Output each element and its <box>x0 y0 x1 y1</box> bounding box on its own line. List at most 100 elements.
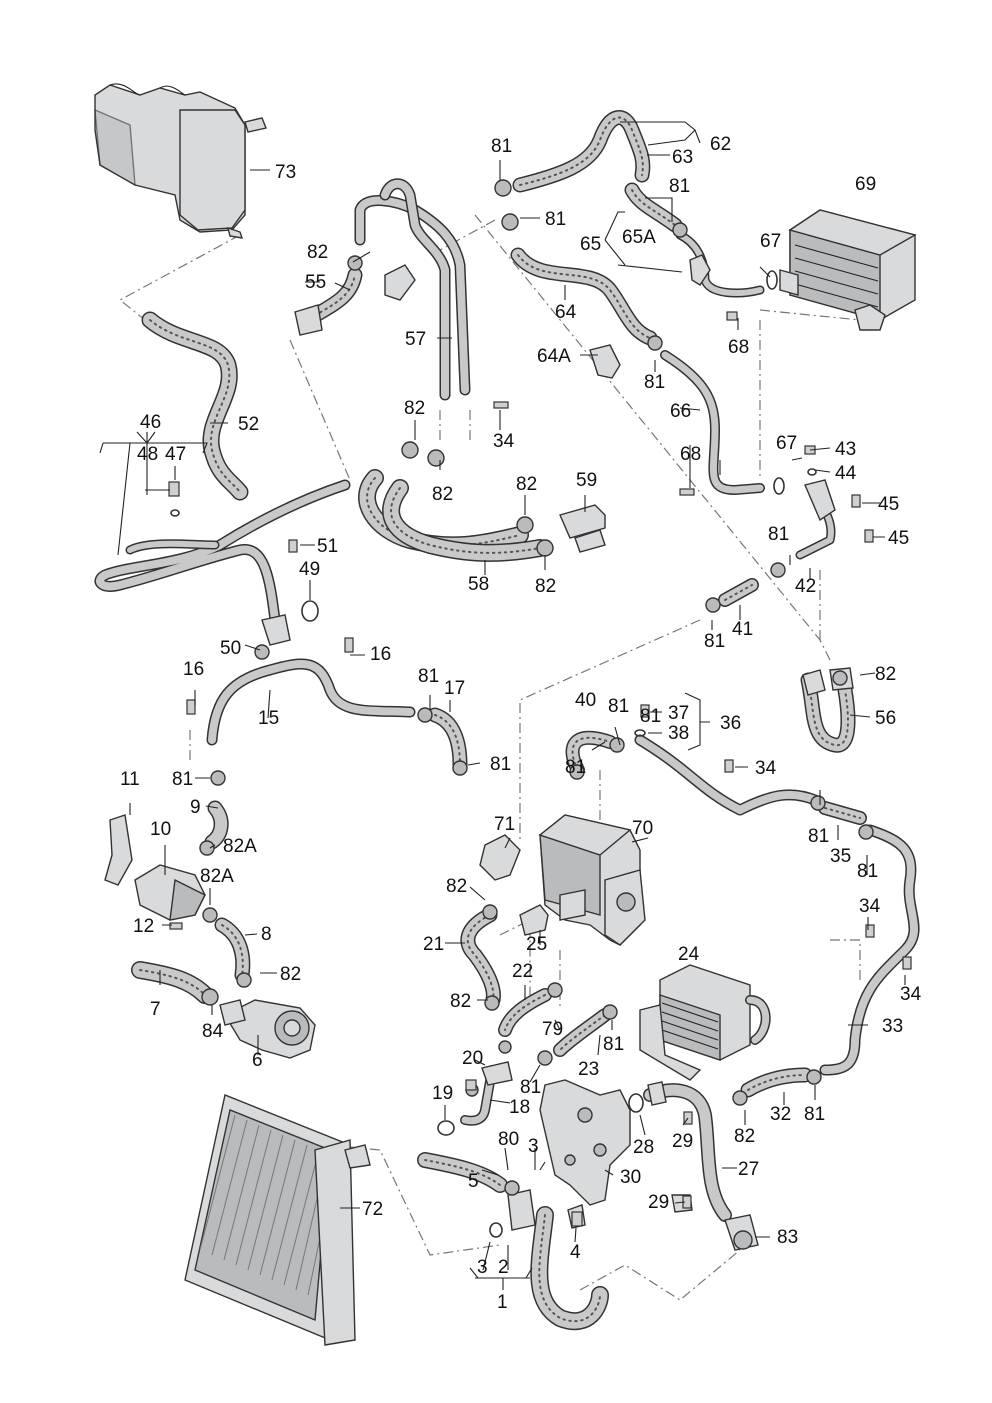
label-63: 63 <box>672 147 693 168</box>
label-72: 72 <box>362 1199 383 1220</box>
label-47: 47 <box>165 444 186 465</box>
bracket-30 <box>539 1079 631 1206</box>
label-81: 81 <box>418 666 439 687</box>
label-81: 81 <box>704 631 725 652</box>
dashed-association-lines <box>118 214 861 1301</box>
part-labels: 73 81 81 62 63 81 69 65 65A 67 82 55 64 … <box>120 134 922 1313</box>
metal-pipes <box>94 178 920 1222</box>
label-81: 81 <box>857 861 878 882</box>
label-71: 71 <box>494 814 515 835</box>
label-81: 81 <box>172 769 193 790</box>
label-2: 2 <box>498 1257 509 1278</box>
hoses <box>131 110 867 1331</box>
label-38: 38 <box>668 723 689 744</box>
label-34: 34 <box>900 984 922 1005</box>
label-21: 21 <box>423 934 444 955</box>
label-45: 45 <box>888 528 909 549</box>
label-82: 82 <box>516 474 537 495</box>
label-50: 50 <box>220 638 241 659</box>
label-3: 3 <box>477 1257 488 1278</box>
label-12: 12 <box>133 916 154 937</box>
label-81: 81 <box>565 757 586 778</box>
label-8: 8 <box>261 924 272 945</box>
label-33: 33 <box>882 1016 903 1037</box>
label-17: 17 <box>444 678 465 699</box>
label-46: 46 <box>140 412 161 433</box>
label-82: 82 <box>307 242 328 263</box>
label-64A: 64A <box>537 346 571 367</box>
label-82A: 82A <box>200 866 234 887</box>
label-81: 81 <box>520 1077 541 1098</box>
label-81: 81 <box>608 696 629 717</box>
label-81: 81 <box>545 209 566 230</box>
aux-pump-10 <box>104 814 206 921</box>
label-29: 29 <box>648 1192 669 1213</box>
clamps-bolts-rings <box>168 179 912 1250</box>
label-36: 36 <box>720 713 741 734</box>
label-81: 81 <box>640 706 661 727</box>
label-52: 52 <box>238 414 259 435</box>
label-29: 29 <box>672 1131 693 1152</box>
label-51: 51 <box>317 536 338 557</box>
label-20: 20 <box>462 1048 483 1069</box>
label-40: 40 <box>575 690 596 711</box>
label-19: 19 <box>432 1083 453 1104</box>
label-59: 59 <box>576 470 597 491</box>
label-67: 67 <box>776 433 797 454</box>
label-82: 82 <box>535 576 556 597</box>
label-34: 34 <box>755 758 777 779</box>
label-23: 23 <box>578 1059 599 1080</box>
label-84: 84 <box>202 1021 224 1042</box>
label-81: 81 <box>808 826 829 847</box>
label-37: 37 <box>668 703 689 724</box>
label-28: 28 <box>633 1137 654 1158</box>
label-81: 81 <box>669 176 690 197</box>
label-62: 62 <box>710 134 731 155</box>
label-1: 1 <box>497 1292 508 1313</box>
label-82A: 82A <box>223 836 257 857</box>
label-80: 80 <box>498 1129 519 1150</box>
label-42: 42 <box>795 576 816 597</box>
label-58: 58 <box>468 574 489 595</box>
housing-70 <box>538 814 646 946</box>
leader-lines <box>99 121 906 1290</box>
label-82: 82 <box>446 876 467 897</box>
label-27: 27 <box>738 1159 759 1180</box>
label-65: 65 <box>580 234 601 255</box>
label-69: 69 <box>855 174 876 195</box>
label-3: 3 <box>528 1136 539 1157</box>
label-55: 55 <box>305 272 326 293</box>
label-16: 16 <box>183 659 204 680</box>
label-41: 41 <box>732 619 753 640</box>
label-11: 11 <box>120 769 140 790</box>
label-9: 9 <box>190 797 201 818</box>
label-79: 79 <box>542 1019 563 1040</box>
label-82: 82 <box>450 991 471 1012</box>
label-67: 67 <box>760 231 781 252</box>
label-68: 68 <box>728 337 749 358</box>
label-44: 44 <box>835 463 857 484</box>
label-56: 56 <box>875 708 896 729</box>
label-25: 25 <box>526 934 547 955</box>
label-82: 82 <box>404 398 425 419</box>
label-48: 48 <box>137 444 158 465</box>
label-82: 82 <box>734 1126 755 1147</box>
label-34: 34 <box>859 896 881 917</box>
label-73: 73 <box>275 162 296 183</box>
label-24: 24 <box>678 944 700 965</box>
label-82: 82 <box>280 964 301 985</box>
radiator-72 <box>184 1094 371 1346</box>
label-32: 32 <box>770 1104 791 1125</box>
label-4: 4 <box>570 1242 581 1263</box>
label-81: 81 <box>644 372 665 393</box>
label-68: 68 <box>680 444 701 465</box>
label-34: 34 <box>493 431 515 452</box>
label-18: 18 <box>509 1097 530 1118</box>
label-81: 81 <box>490 754 511 775</box>
label-83: 83 <box>777 1227 798 1248</box>
label-81: 81 <box>491 136 512 157</box>
label-81: 81 <box>603 1034 624 1055</box>
label-6: 6 <box>252 1050 263 1071</box>
label-45: 45 <box>878 494 899 515</box>
